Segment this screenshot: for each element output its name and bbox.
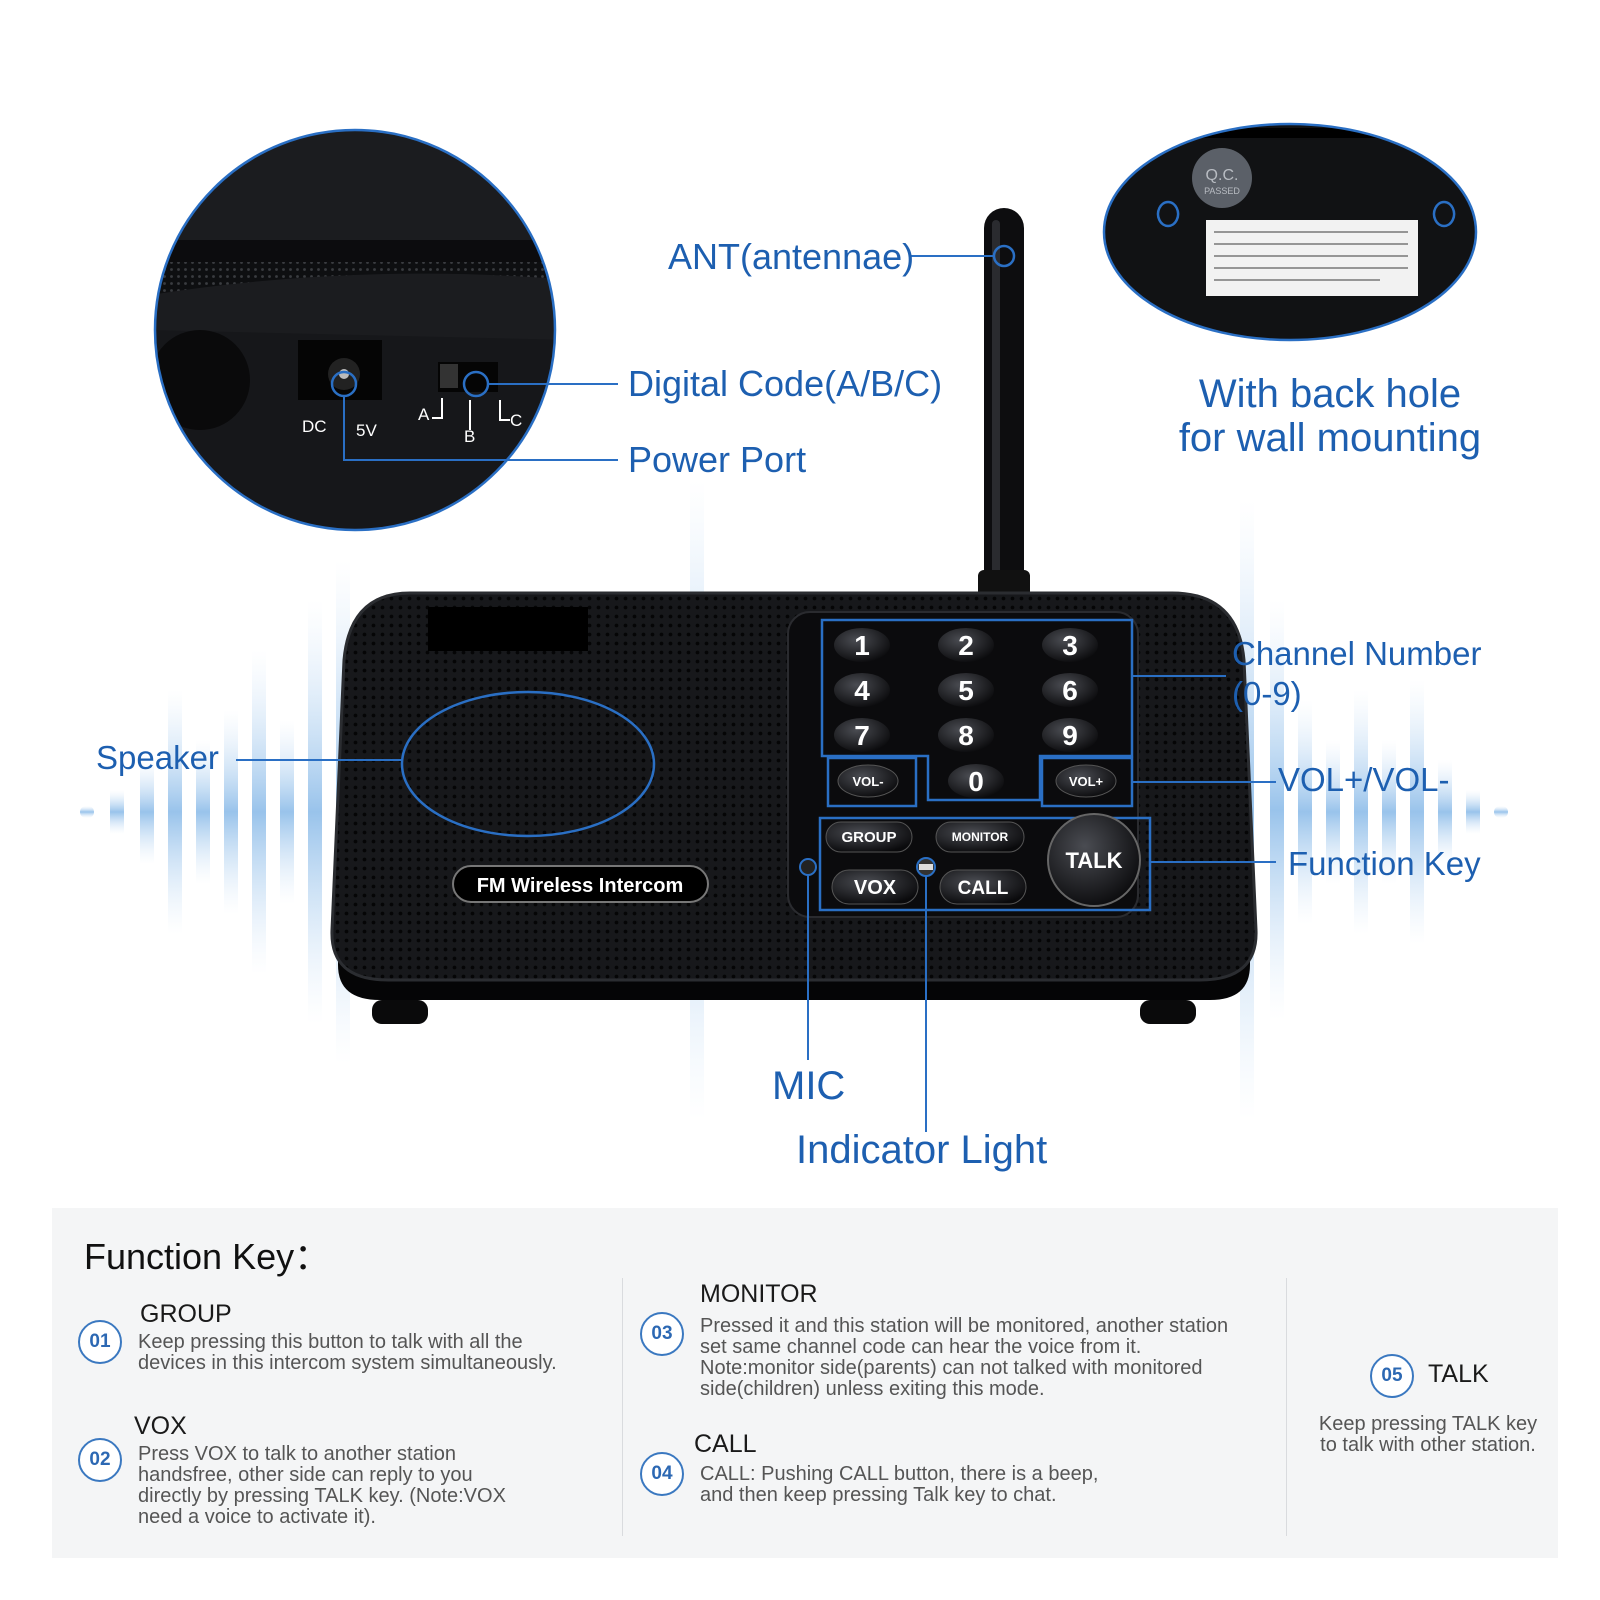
indicator-light-label: Indicator Light (796, 1128, 1048, 1172)
item-number-badge: 02 (78, 1438, 122, 1482)
port-label-dc: DC (302, 417, 327, 436)
speaker-grille (400, 690, 656, 838)
item-number-badge: 05 (1370, 1354, 1414, 1398)
key-3: 3 (1062, 630, 1078, 661)
function-panel-title: Function Key： (84, 1236, 331, 1277)
item-number-badge: 04 (640, 1452, 684, 1496)
item-number-badge: 03 (640, 1312, 684, 1356)
port-label-c: C (510, 411, 522, 430)
qc-sticker-title: Q.C. (1206, 167, 1239, 184)
key-0: 0 (968, 766, 984, 797)
port-closeup: DC 5V A B C (153, 128, 557, 532)
item-desc-talk: Keep pressing TALK key to talk with othe… (1318, 1413, 1538, 1456)
item-desc-group: Keep pressing this button to talk with a… (138, 1331, 557, 1374)
vox-key: VOX (854, 877, 897, 899)
key-9: 9 (1062, 720, 1078, 751)
speaker-label: Speaker (96, 739, 219, 776)
call-key: CALL (958, 878, 1009, 899)
leader-lines (236, 244, 1276, 1132)
qc-sticker-sub: PASSED (1204, 186, 1240, 196)
port-label-a: A (418, 405, 430, 424)
group-key: GROUP (841, 829, 896, 846)
key-4: 4 (854, 675, 870, 706)
back-closeup: Q.C. PASSED (1102, 122, 1478, 342)
item-name-talk: TALK (1428, 1360, 1489, 1388)
device-body (330, 591, 1258, 1024)
keypad-keys (825, 628, 1141, 907)
volume-label: VOL+/VOL- (1278, 761, 1450, 798)
channel-number-label: Channel Number (0-9) (1232, 635, 1482, 713)
digital-code-label: Digital Code(A/B/C) (628, 363, 943, 404)
panel-divider (622, 1278, 623, 1536)
mic-hole (799, 858, 817, 876)
item-desc-monitor: Pressed it and this station will be moni… (700, 1315, 1229, 1400)
function-key-label: Function Key (1288, 845, 1481, 882)
item-name-vox: VOX (134, 1412, 187, 1440)
talk-key: TALK (1065, 848, 1122, 873)
item-name-monitor: MONITOR (700, 1280, 818, 1308)
key-1: 1 (854, 630, 870, 661)
item-desc-call: CALL: Pushing CALL button, there is a be… (700, 1463, 1099, 1506)
vol-minus-key: VOL- (852, 774, 883, 789)
brand-badge: FM Wireless Intercom (477, 875, 684, 897)
item-name-call: CALL (694, 1430, 757, 1458)
vol-plus-key: VOL+ (1069, 774, 1104, 789)
panel-divider (1286, 1278, 1287, 1536)
port-label-b: B (464, 427, 475, 446)
port-label-5v: 5V (356, 421, 377, 440)
wall-mount-label: With back hole for wall mounting (1178, 372, 1482, 460)
antenna-label: ANT(antennae) (668, 236, 915, 277)
mic-label: MIC (772, 1064, 846, 1108)
item-desc-vox: Press VOX to talk to another station han… (138, 1443, 506, 1528)
key-7: 7 (854, 720, 870, 751)
key-8: 8 (958, 720, 974, 751)
key-6: 6 (1062, 675, 1078, 706)
monitor-key: MONITOR (952, 830, 1009, 844)
power-port-label: Power Port (628, 439, 807, 480)
function-key-panel (52, 1208, 1558, 1558)
item-name-group: GROUP (140, 1300, 232, 1328)
key-2: 2 (958, 630, 974, 661)
key-5: 5 (958, 675, 974, 706)
item-number-badge: 01 (78, 1320, 122, 1364)
